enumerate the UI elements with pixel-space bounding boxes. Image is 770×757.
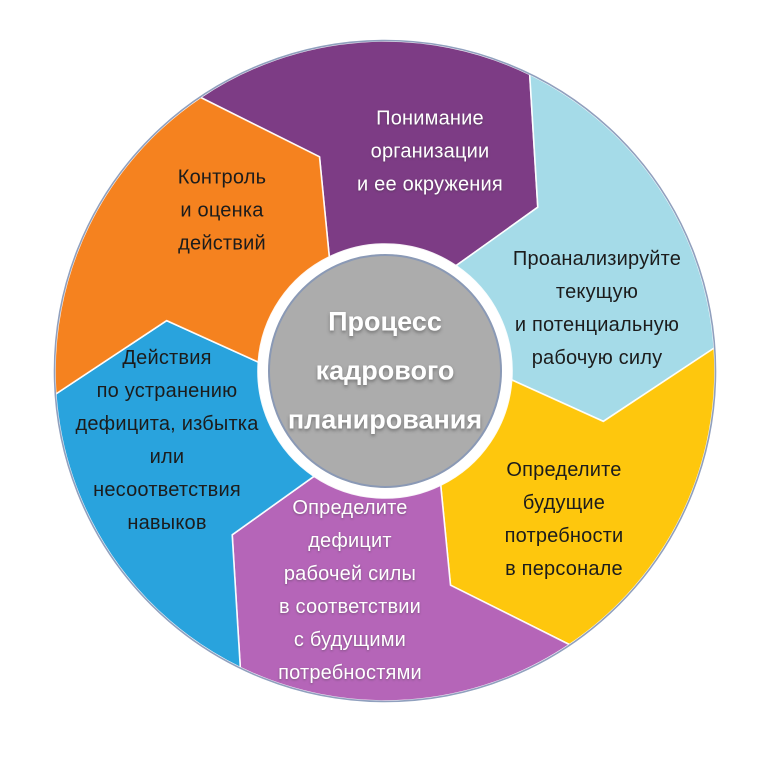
outer-circle-outline [53, 39, 717, 703]
center-hub-circle [268, 254, 502, 488]
